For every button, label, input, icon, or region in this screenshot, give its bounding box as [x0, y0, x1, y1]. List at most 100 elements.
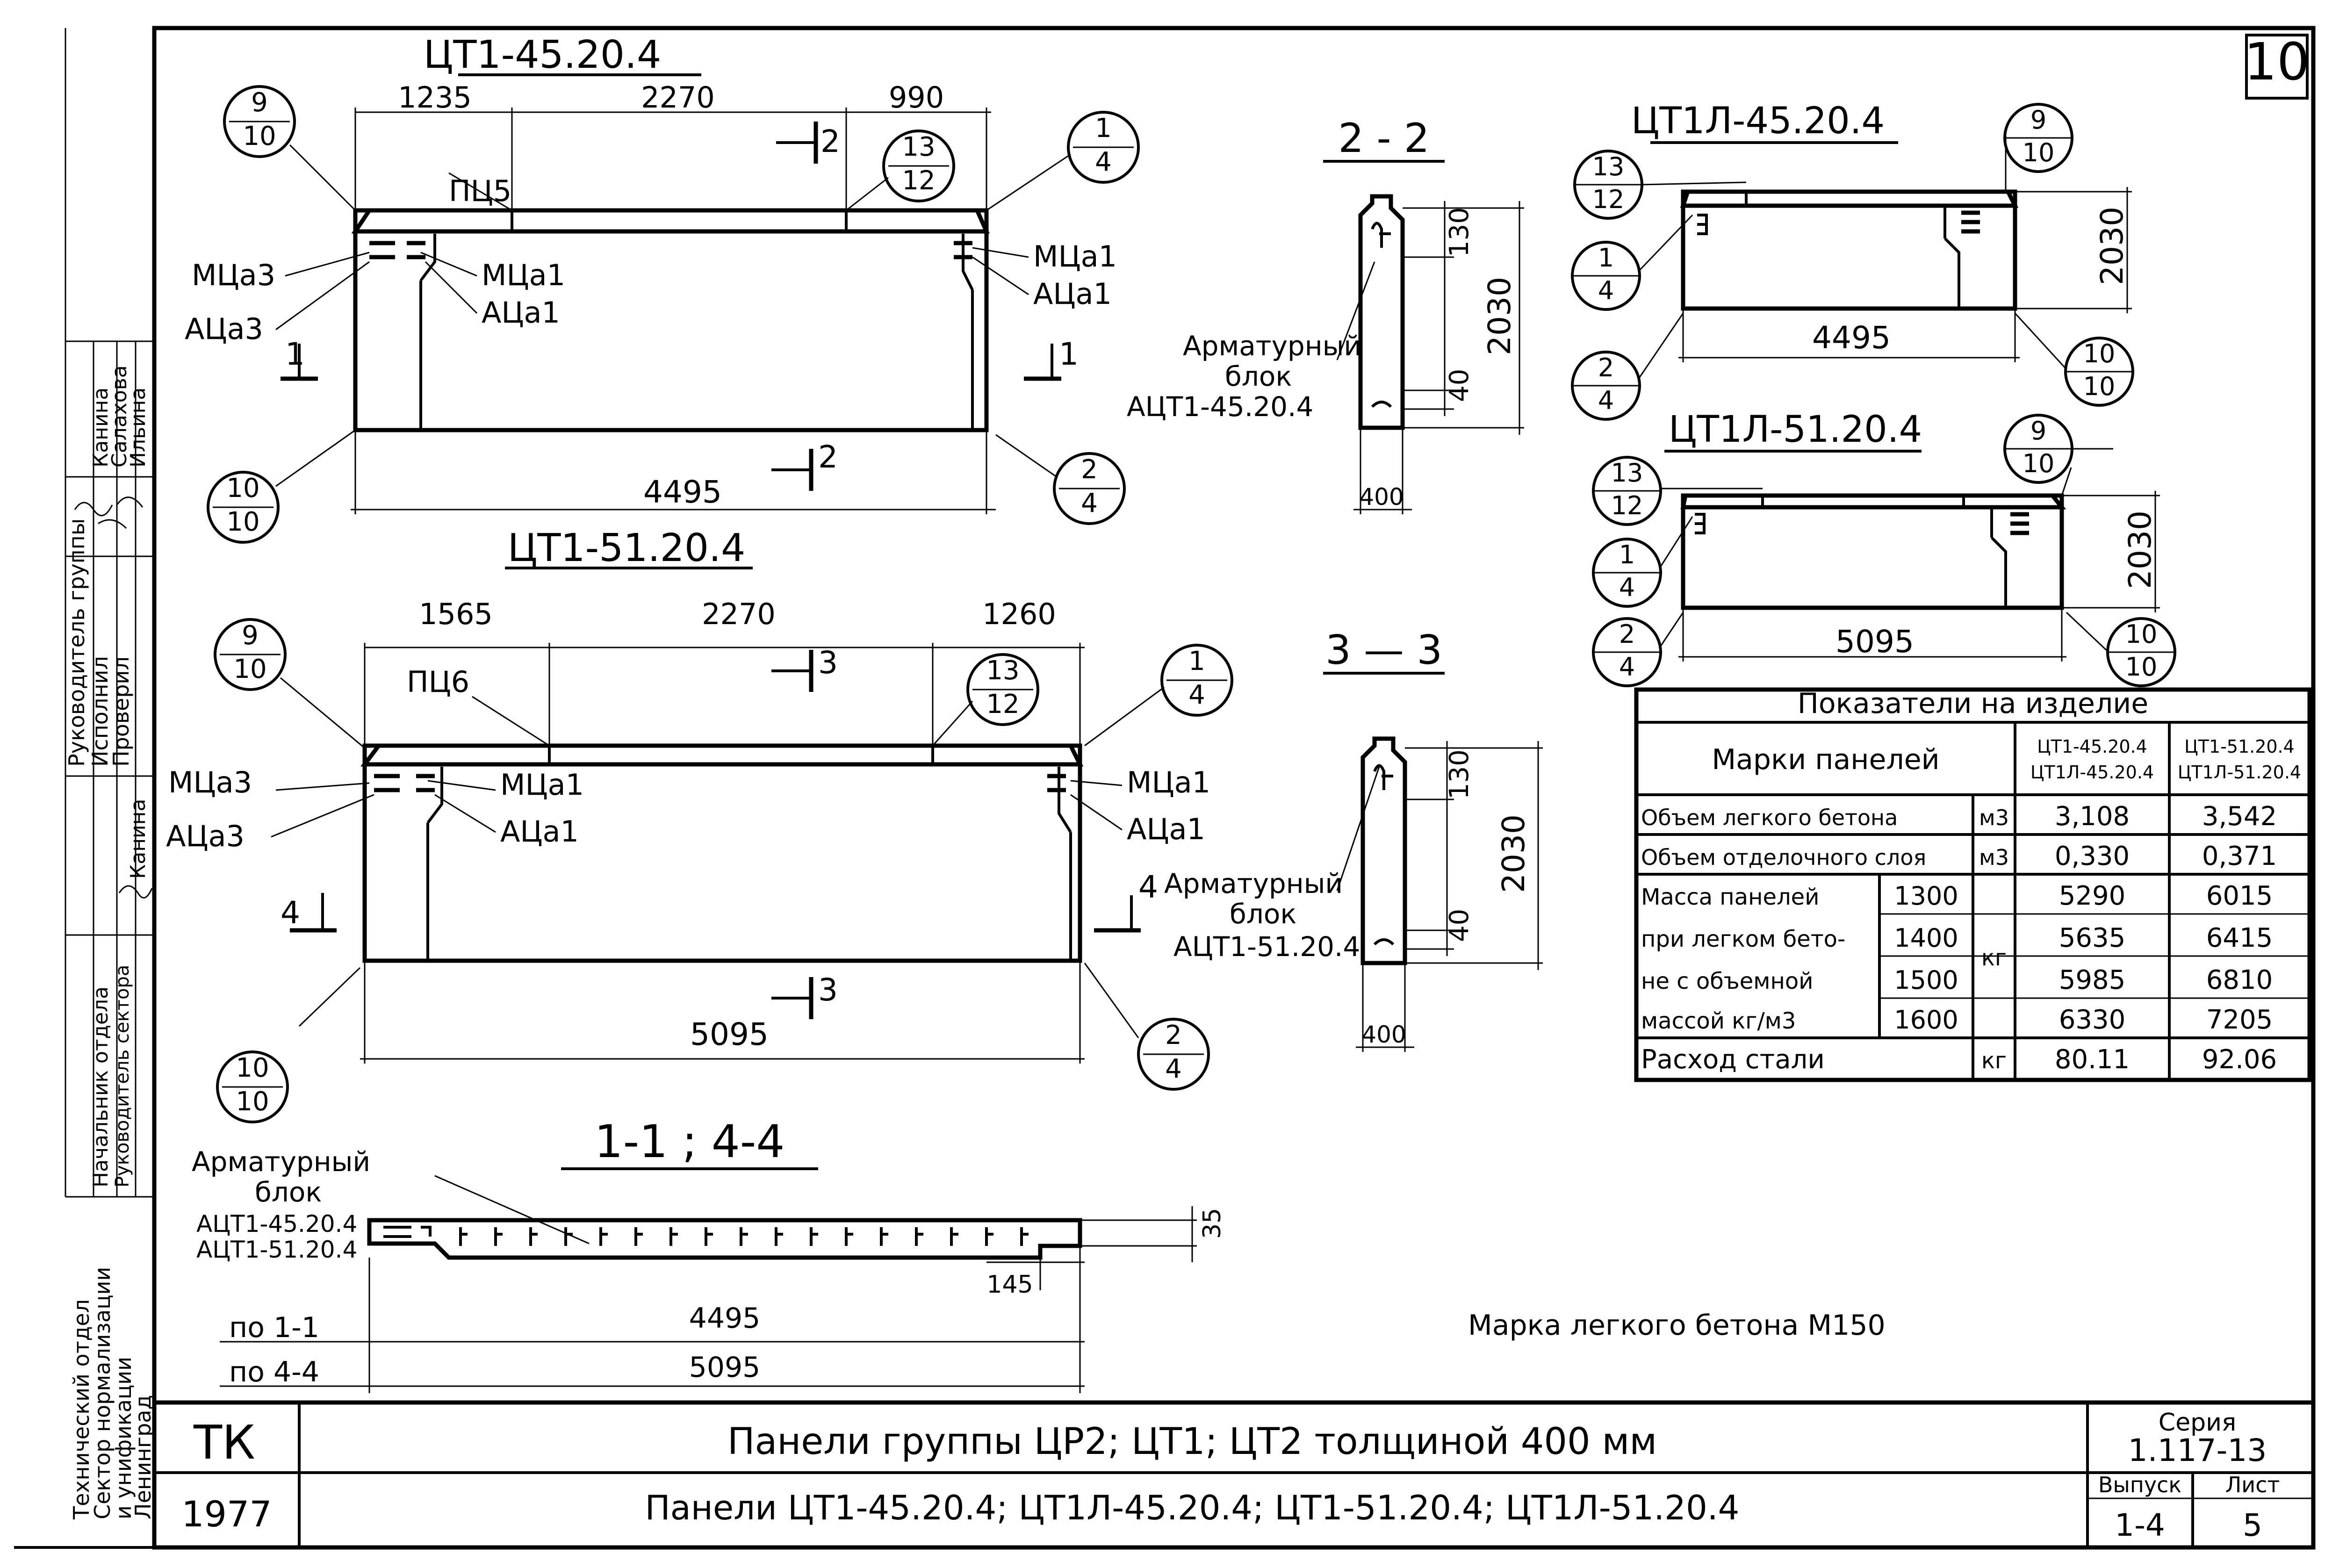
svg-text:9: 9	[2030, 416, 2046, 446]
section-profile	[1358, 194, 1405, 430]
svg-text:9: 9	[242, 620, 259, 651]
section-profile	[1360, 736, 1407, 965]
row-label: Расход стали	[1641, 1044, 1825, 1075]
block-label: блок	[255, 1176, 322, 1208]
block-label: блок	[1225, 360, 1292, 392]
cell: 1400	[1894, 923, 1958, 953]
dim-right: 1260	[982, 597, 1056, 631]
node-label: МЦа1	[1033, 239, 1117, 273]
table-title: Показатели на изделие	[1798, 687, 2148, 720]
svg-text:4: 4	[1165, 1054, 1182, 1084]
cell: 6810	[2206, 965, 2273, 995]
cell: 5290	[2059, 881, 2126, 911]
dim: 2030	[1496, 814, 1532, 893]
stamp-org-1: Технический отдел	[69, 1299, 94, 1520]
svg-text:12: 12	[986, 689, 1019, 719]
callout-9-10: 910	[223, 85, 356, 211]
svg-text:1: 1	[1598, 243, 1614, 273]
org-code: ТК	[193, 1415, 255, 1470]
view-title: ЦТ1-51.20.4	[508, 526, 746, 570]
callout-2-4: 24	[1571, 313, 1684, 421]
block-label: Арматурный	[1164, 868, 1343, 899]
callout-2-4: 24	[995, 434, 1126, 525]
svg-text:10: 10	[236, 1086, 269, 1117]
node-label: МЦа1	[482, 258, 565, 292]
issue-label: Выпуск	[2098, 1472, 2181, 1497]
svg-text:10: 10	[2083, 372, 2116, 401]
dim-length: 5095	[689, 1351, 761, 1384]
col1-mark-b: ЦТ1Л-45.20.4	[2030, 762, 2154, 783]
row-unit: кг	[1981, 1048, 2007, 1074]
dim-height: 2030	[2094, 207, 2130, 285]
sheet-frame	[152, 26, 2316, 1550]
block-label: Арматурный	[192, 1146, 370, 1178]
section-title: 2 - 2	[1338, 115, 1429, 162]
stamp-role-department-head: Начальник отдела	[89, 986, 113, 1187]
panel-body	[362, 743, 1082, 963]
view-title: ЦТ1-45.20.4	[424, 33, 662, 77]
node-label: ПЦ6	[407, 665, 469, 699]
callout-9-10: 910	[214, 618, 365, 749]
stamp-name-4: Канина	[126, 799, 150, 879]
section-mark: 1	[1059, 336, 1079, 372]
panel-body	[353, 208, 989, 432]
series-label: Серия	[2159, 1409, 2236, 1437]
block-label: АЦТ1-45.20.4	[196, 1210, 357, 1237]
mass-label: не с объемной	[1641, 968, 1813, 994]
dim: 130	[1444, 749, 1475, 799]
row-label: Объем отделочного слоя	[1641, 845, 1926, 870]
block-label: блок	[1230, 898, 1296, 930]
callout-1-4: 14	[986, 111, 1140, 211]
row-unit: м3	[1979, 805, 2009, 830]
stamp-name-2: Салахова	[108, 365, 131, 468]
row-label: Объем легкого бетона	[1641, 805, 1898, 830]
callout-1-4: 14	[1084, 644, 1233, 747]
cell: 6415	[2206, 923, 2273, 953]
section-1-1-4-4: 1-1 ; 4-4 Арматурный блок АЦТ1-45.20.4 А…	[192, 1115, 1226, 1393]
mass-label: Масса панелей	[1641, 884, 1819, 910]
dim-length: 5095	[690, 1016, 769, 1052]
dim-length: 5095	[1836, 624, 1914, 660]
svg-text:10: 10	[2083, 339, 2116, 368]
block-label: АЦТ1-45.20.4	[1127, 391, 1313, 423]
stamp-org-3: и унификации	[111, 1357, 136, 1519]
section-profile	[367, 1218, 1082, 1260]
svg-text:1: 1	[1095, 113, 1112, 144]
cell: 3,542	[2202, 801, 2277, 832]
svg-text:4: 4	[1598, 386, 1614, 415]
sheet-label: Лист	[2225, 1472, 2280, 1497]
col1-mark-a: ЦТ1-45.20.4	[2037, 736, 2147, 757]
svg-text:10: 10	[2125, 619, 2158, 649]
section-title: 1-1 ; 4-4	[595, 1115, 785, 1168]
svg-text:9: 9	[2030, 105, 2046, 135]
row-label: по 4-4	[229, 1356, 319, 1388]
cell: 7205	[2206, 1005, 2273, 1035]
series-value: 1.117-13	[2128, 1432, 2267, 1468]
dim-left: 1565	[419, 597, 493, 631]
sheet-value: 5	[2243, 1507, 2262, 1543]
stamp-role-checked: Проверил	[108, 656, 134, 767]
node-label: АЦа3	[166, 819, 245, 853]
svg-text:2: 2	[1619, 619, 1635, 649]
view-title: ЦТ1Л-51.20.4	[1669, 409, 1922, 451]
stamp-role-lead: Руководитель группы	[64, 518, 89, 767]
svg-text:2: 2	[1598, 353, 1614, 382]
dim: 130	[1444, 207, 1475, 257]
stamp-org-2: Сектор нормализации	[90, 1267, 115, 1519]
title-block: ТК 1977 Панели группы ЦР2; ЦТ1; ЦТ2 толщ…	[154, 1400, 2313, 1547]
col-head: Марки панелей	[1712, 743, 1939, 776]
year: 1977	[181, 1493, 272, 1535]
view-ct1-45: ЦТ1-45.20.4 1235 2270 990 4495 ПЦ5 МЦа3 …	[185, 33, 1140, 544]
svg-text:13: 13	[902, 132, 935, 162]
block-label: АЦТ1-51.20.4	[1173, 931, 1360, 963]
dim: 400	[1361, 1021, 1406, 1048]
node-label: МЦа1	[1127, 765, 1210, 799]
section-title: 3 — 3	[1325, 627, 1442, 674]
title-line-2: Панели ЦТ1-45.20.4; ЦТ1Л-45.20.4; ЦТ1-51…	[645, 1488, 1740, 1527]
callout-1-4: 14	[1592, 516, 1693, 608]
svg-text:4: 4	[1619, 652, 1635, 682]
